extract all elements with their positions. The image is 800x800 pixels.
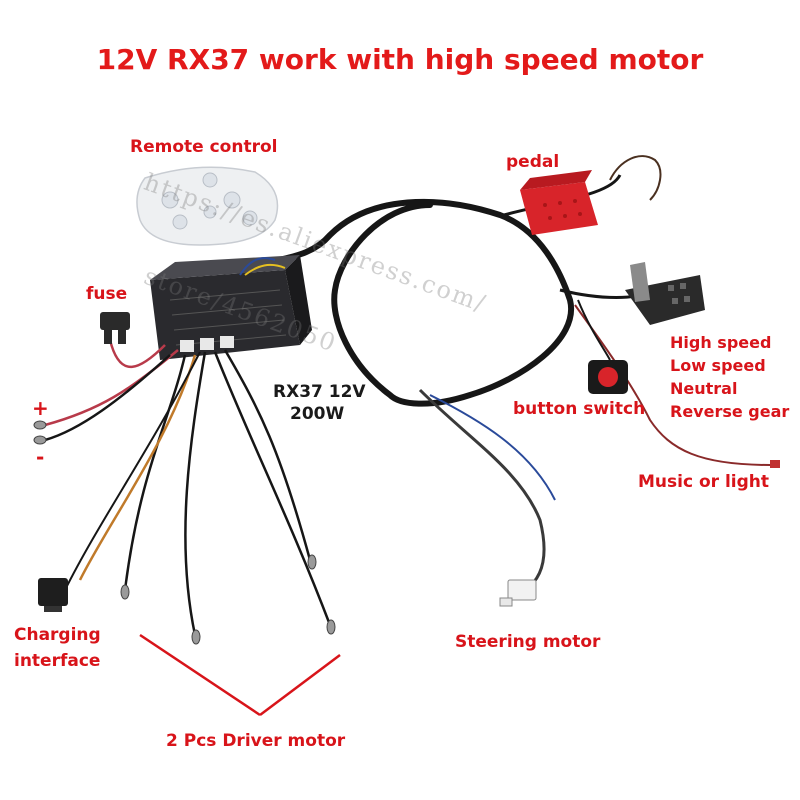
label-controller-model: RX37 12V: [273, 382, 366, 402]
label-pedal: pedal: [506, 152, 560, 172]
label-controller-power: 200W: [290, 404, 345, 424]
charging-port-icon: [38, 578, 68, 612]
label-fuse: fuse: [86, 284, 128, 304]
push-button-icon: [588, 360, 628, 394]
label-charging-line1: Charging: [14, 625, 101, 645]
label-remote-control: Remote control: [130, 137, 278, 157]
label-gear-low: Low speed: [670, 356, 766, 375]
page-title: 12V RX37 work with high speed motor: [96, 43, 704, 76]
label-steering-motor: Steering motor: [455, 632, 601, 652]
label-minus: -: [36, 445, 45, 469]
label-plus: +: [32, 396, 49, 420]
label-gear-high: High speed: [670, 333, 772, 352]
label-driver-motor: 2 Pcs Driver motor: [166, 731, 346, 751]
label-charging-line2: interface: [14, 651, 101, 671]
fuse-holder-icon: [100, 312, 130, 344]
gear-shifter-icon: [625, 262, 705, 325]
label-music-or-light: Music or light: [638, 472, 769, 492]
pedal-icon: [520, 170, 598, 235]
label-button-switch: button switch: [513, 399, 646, 419]
label-gear-reverse: Reverse gear: [670, 402, 790, 421]
label-gear-neutral: Neutral: [670, 379, 738, 398]
controller-box-icon: [150, 255, 312, 360]
remote-control-icon: [136, 166, 279, 246]
harness-loop: [227, 198, 575, 407]
steering-connector-icon: [499, 579, 537, 607]
